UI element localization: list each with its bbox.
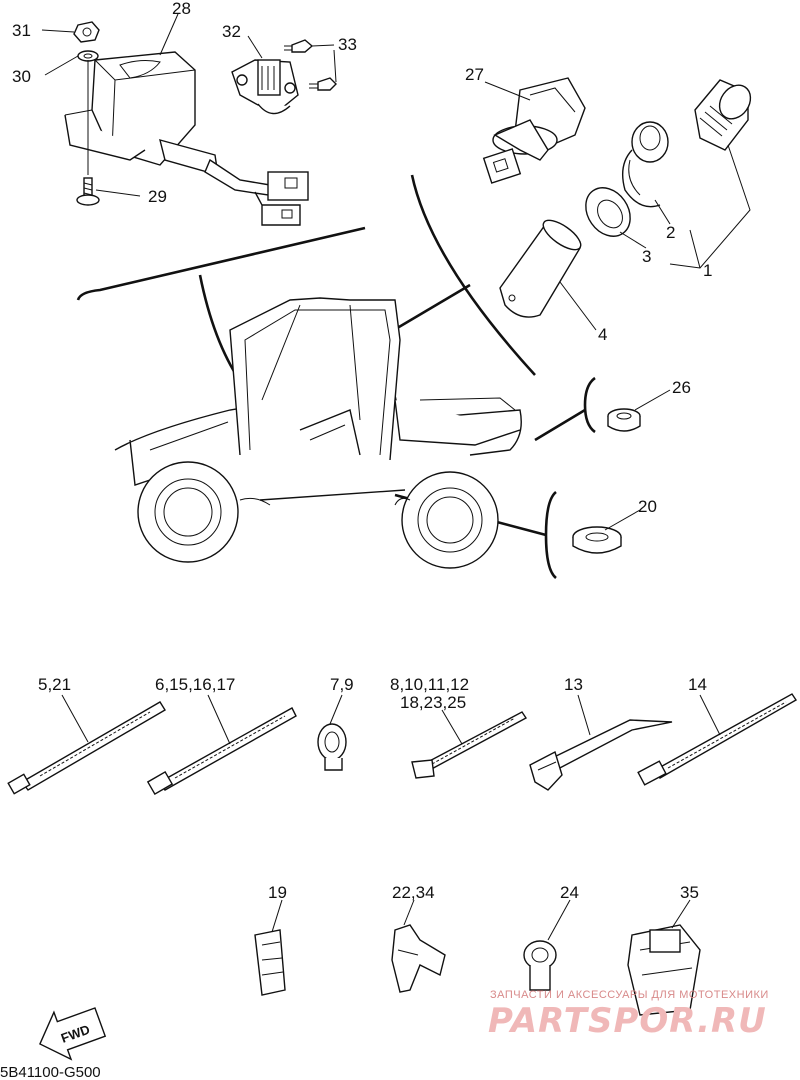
vehicle-utv bbox=[114, 297, 522, 569]
part-35-clamp bbox=[627, 924, 701, 1016]
part-14-cable-tie bbox=[637, 693, 797, 786]
callout-8-10-11-12: 8,10,11,12 bbox=[390, 675, 469, 694]
callout-27: 27 bbox=[465, 65, 484, 84]
part-28-relay bbox=[64, 51, 309, 226]
callout-32: 32 bbox=[222, 22, 241, 41]
part-32-sensor bbox=[231, 59, 299, 115]
part-6-15-16-17-cable-tie bbox=[146, 707, 297, 796]
part-27-switch bbox=[482, 77, 586, 184]
diagram-code: 5B41100-G500 bbox=[0, 1064, 101, 1080]
part-3-ring-nut bbox=[585, 187, 631, 237]
part-2-cap bbox=[622, 121, 669, 208]
callout-33: 33 bbox=[338, 35, 357, 54]
callout-19: 19 bbox=[268, 883, 287, 902]
callout-18-23-25: 18,23,25 bbox=[400, 693, 466, 712]
callout-13: 13 bbox=[564, 675, 583, 694]
part-8-10-11-12-18-23-25-tie bbox=[411, 711, 528, 779]
callout-28: 28 bbox=[172, 0, 191, 18]
callout-14: 14 bbox=[688, 675, 707, 694]
callout-labels: 31 28 32 33 30 29 27 2 3 1 4 26 20 5,21 … bbox=[12, 0, 712, 902]
part-29-bolt bbox=[76, 177, 100, 206]
part-26-grommet bbox=[607, 408, 641, 432]
callout-29: 29 bbox=[148, 187, 167, 206]
part-4-cover bbox=[499, 219, 582, 318]
callout-31: 31 bbox=[12, 21, 31, 40]
part-13-tie-clip bbox=[529, 719, 673, 791]
part-24-clip bbox=[523, 940, 557, 991]
callout-30: 30 bbox=[12, 67, 31, 86]
part-20-grommet bbox=[572, 526, 622, 554]
callout-6-15-16-17: 6,15,16,17 bbox=[155, 675, 235, 694]
part-33-screws bbox=[284, 39, 337, 91]
part-7-9-clamp bbox=[317, 723, 347, 771]
callout-35: 35 bbox=[680, 883, 699, 902]
callout-2: 2 bbox=[666, 223, 675, 242]
callout-1: 1 bbox=[703, 261, 712, 280]
callout-20: 20 bbox=[638, 497, 657, 516]
callout-22-34: 22,34 bbox=[392, 883, 435, 902]
part-22-34-clip bbox=[391, 924, 446, 993]
callout-26: 26 bbox=[672, 378, 691, 397]
part-5-21-cable-tie bbox=[7, 701, 166, 795]
callout-7-9: 7,9 bbox=[330, 675, 354, 694]
part-30-washer bbox=[77, 50, 99, 62]
callout-24: 24 bbox=[560, 883, 579, 902]
part-1-socket bbox=[694, 79, 752, 151]
watermark-tagline: ЗАПЧАСТИ И АКСЕССУАРЫ ДЛЯ МОТОТЕХНИКИ bbox=[490, 989, 769, 1001]
part-19-clip bbox=[254, 929, 286, 996]
callout-5-21: 5,21 bbox=[38, 675, 71, 694]
watermark: ЗАПЧАСТИ И АКСЕССУАРЫ ДЛЯ МОТОТЕХНИКИ PA… bbox=[488, 989, 769, 1041]
watermark-brand: PARTSPOR.RU bbox=[488, 1001, 767, 1041]
callout-3: 3 bbox=[642, 247, 651, 266]
fwd-arrow: FWD bbox=[39, 1007, 107, 1061]
part-31-nut bbox=[73, 21, 100, 43]
callout-4: 4 bbox=[598, 325, 607, 344]
leader-lines bbox=[41, 13, 751, 941]
